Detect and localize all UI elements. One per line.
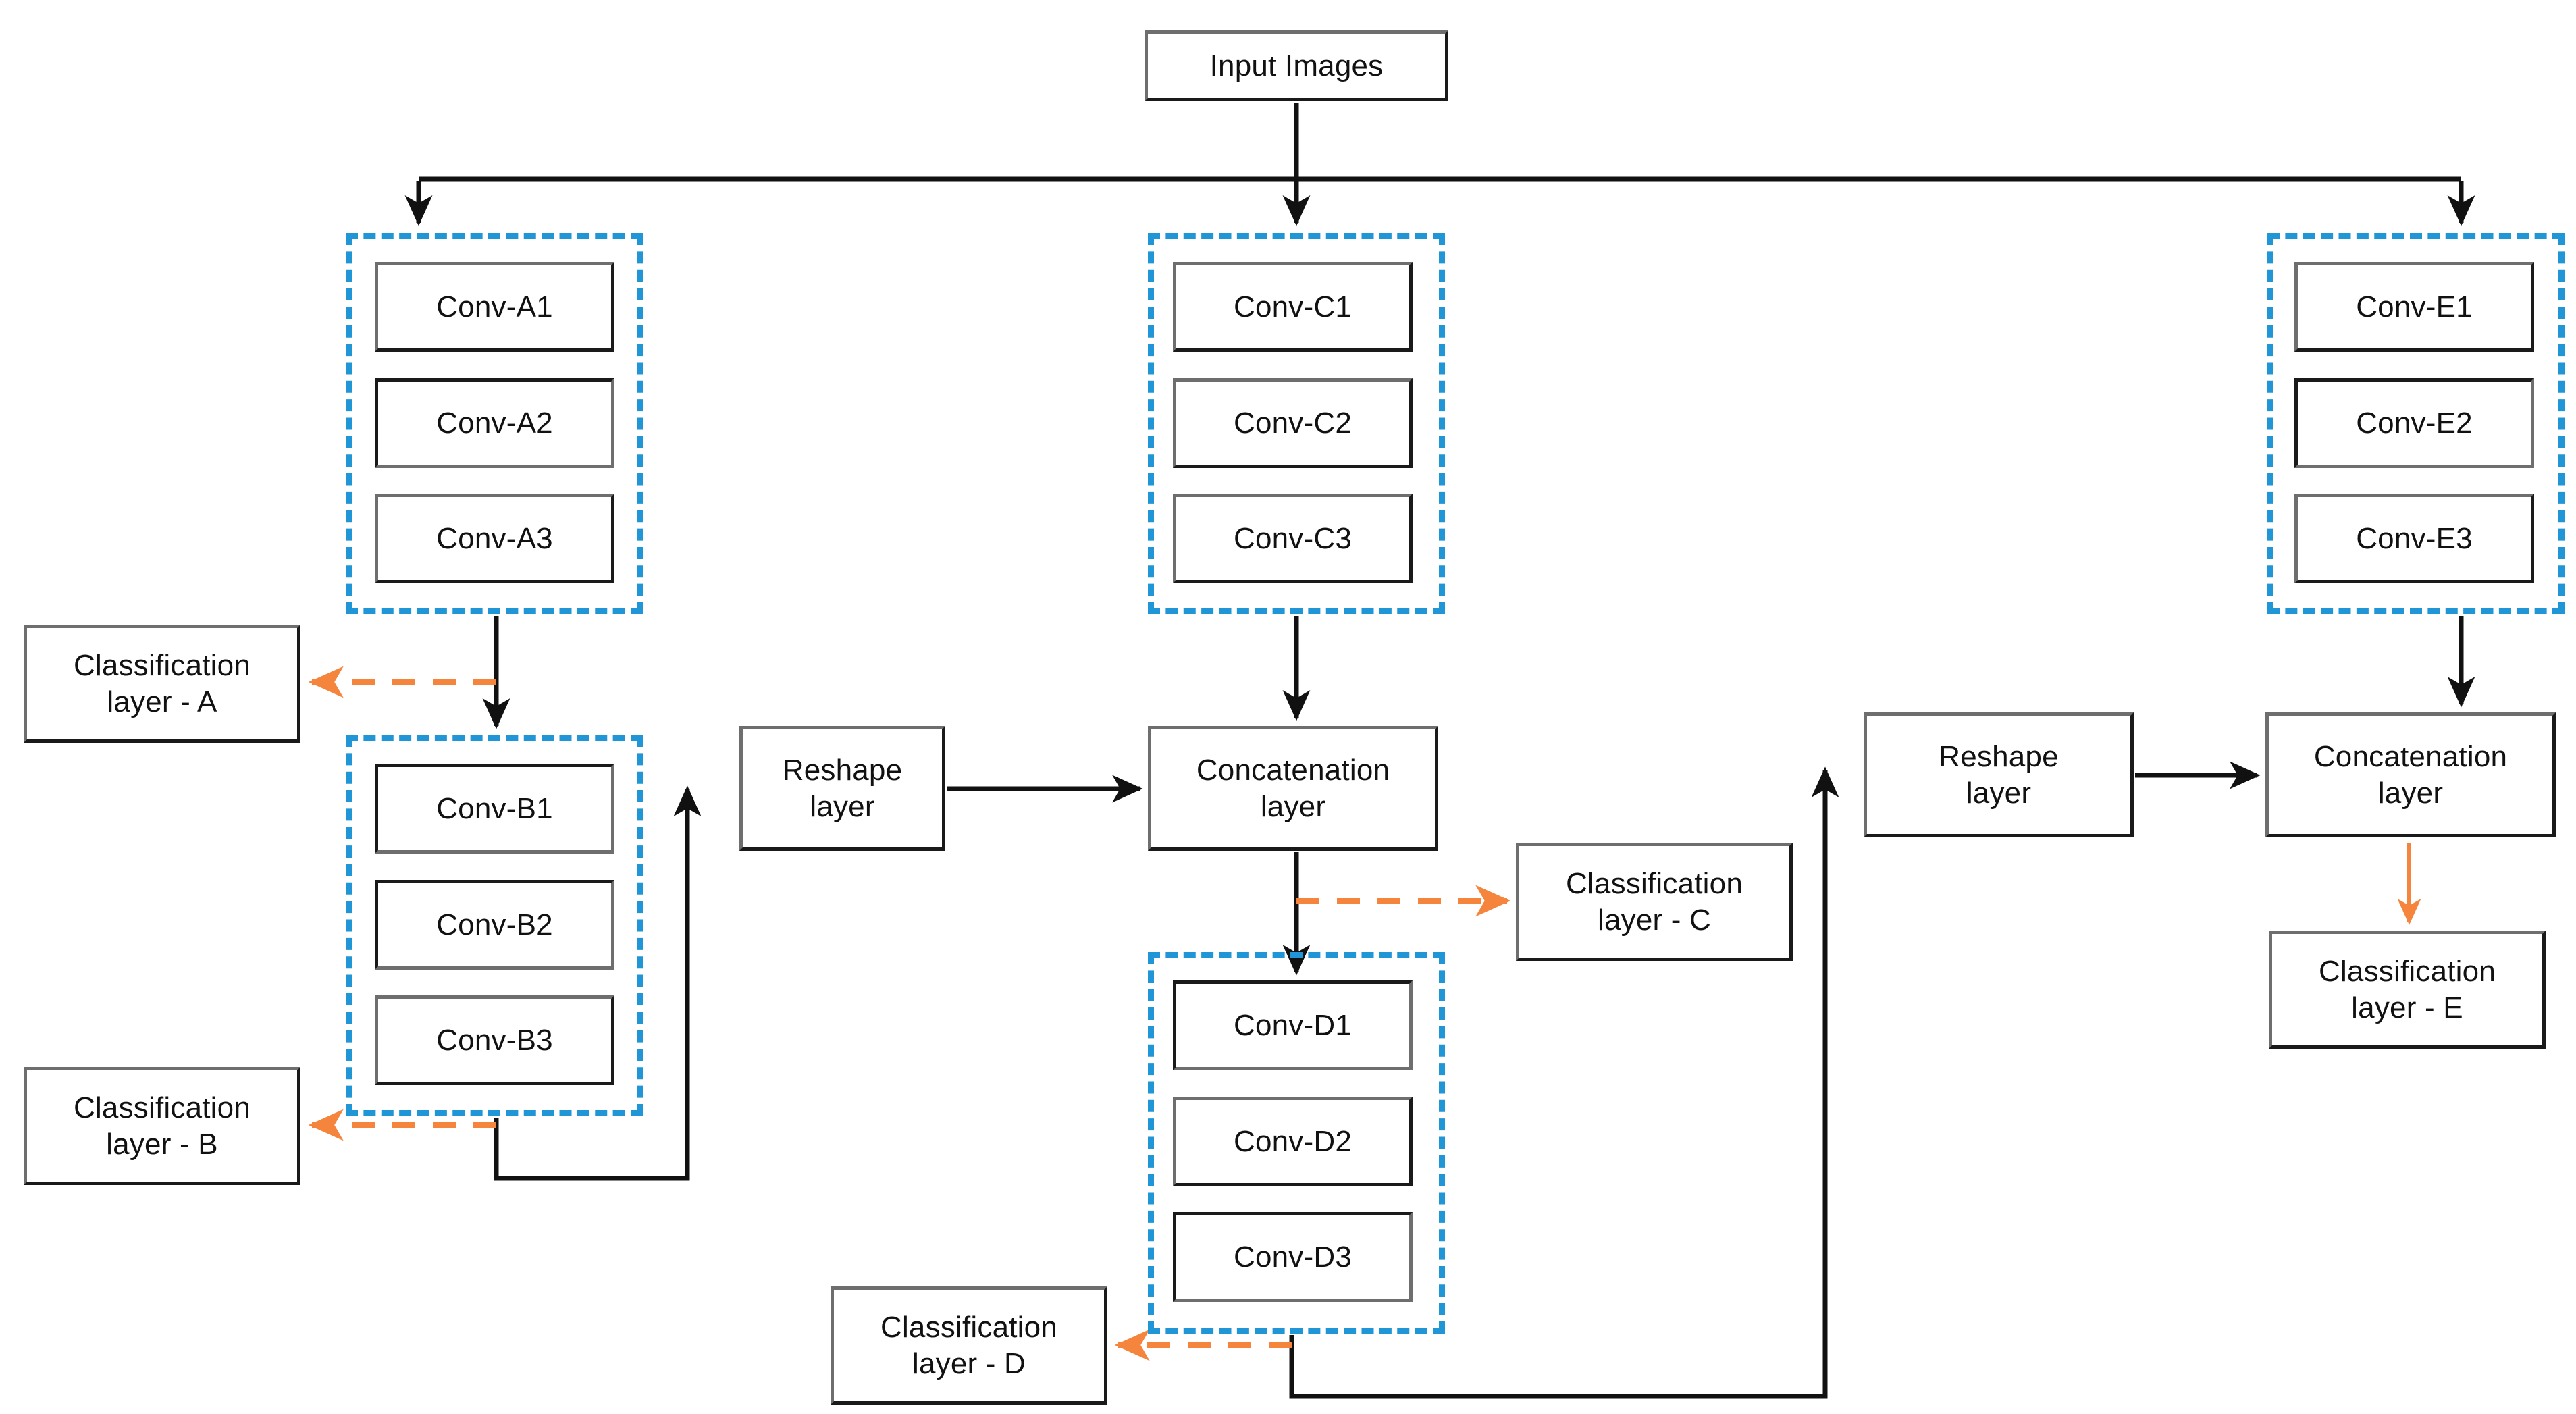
group-conv-b [346, 735, 643, 1116]
edge-b-to-reshape1 [494, 785, 702, 1181]
orange-classification-edges [308, 666, 1511, 1361]
edge-d-to-reshape2 [1289, 766, 1839, 1399]
group-conv-e [2267, 233, 2565, 614]
group-conv-d [1148, 952, 1445, 1334]
black-flow-edges [404, 103, 2475, 1399]
group-conv-a [346, 233, 643, 614]
group-conv-c [1148, 233, 1445, 614]
